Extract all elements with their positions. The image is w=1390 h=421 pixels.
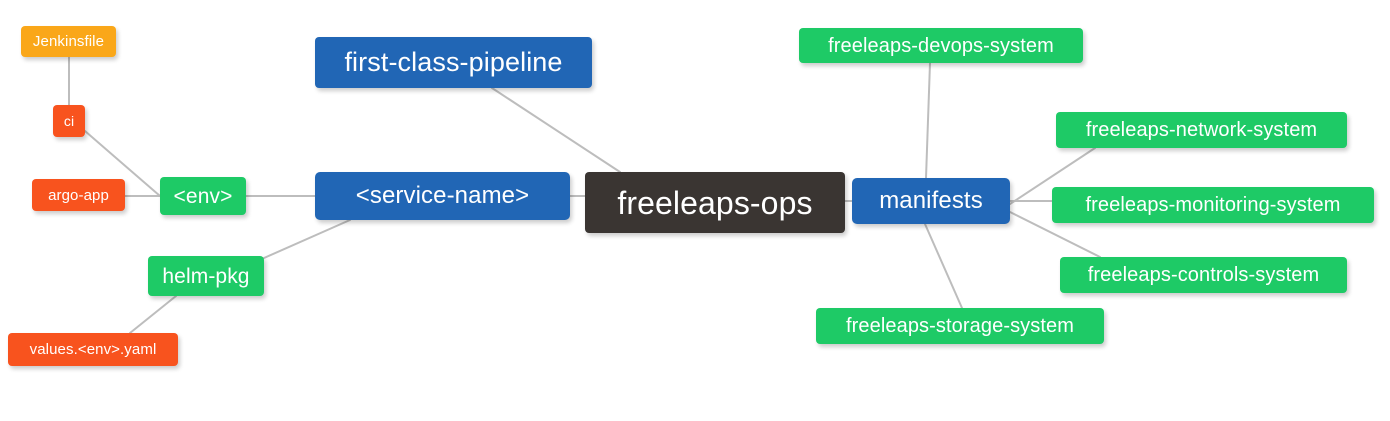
node-devops-system[interactable]: freeleaps-devops-system	[799, 28, 1083, 63]
edge-first-class-pipeline-to-freeleaps-ops	[491, 87, 621, 173]
node-values-yaml[interactable]: values.<env>.yaml	[8, 333, 178, 366]
node-manifests[interactable]: manifests	[852, 178, 1010, 224]
edge-manifests-to-storage-system	[924, 223, 963, 309]
node-first-class-pipeline[interactable]: first-class-pipeline	[315, 37, 592, 88]
node-service-name[interactable]: <service-name>	[315, 172, 570, 220]
edge-service-name-to-helm-pkg	[263, 219, 351, 259]
node-jenkinsfile[interactable]: Jenkinsfile	[21, 26, 116, 57]
node-monitoring-system[interactable]: freeleaps-monitoring-system	[1052, 187, 1374, 223]
node-network-system[interactable]: freeleaps-network-system	[1056, 112, 1347, 148]
node-controls-system[interactable]: freeleaps-controls-system	[1060, 257, 1347, 293]
node-argo-app[interactable]: argo-app	[32, 179, 125, 211]
edge-helm-pkg-to-values-yaml	[129, 295, 177, 334]
node-storage-system[interactable]: freeleaps-storage-system	[816, 308, 1104, 344]
node-freeleaps-ops[interactable]: freeleaps-ops	[585, 172, 845, 233]
edge-manifests-to-devops-system	[925, 62, 931, 179]
node-env[interactable]: <env>	[160, 177, 246, 215]
node-helm-pkg[interactable]: helm-pkg	[148, 256, 264, 296]
node-ci[interactable]: ci	[53, 105, 85, 137]
